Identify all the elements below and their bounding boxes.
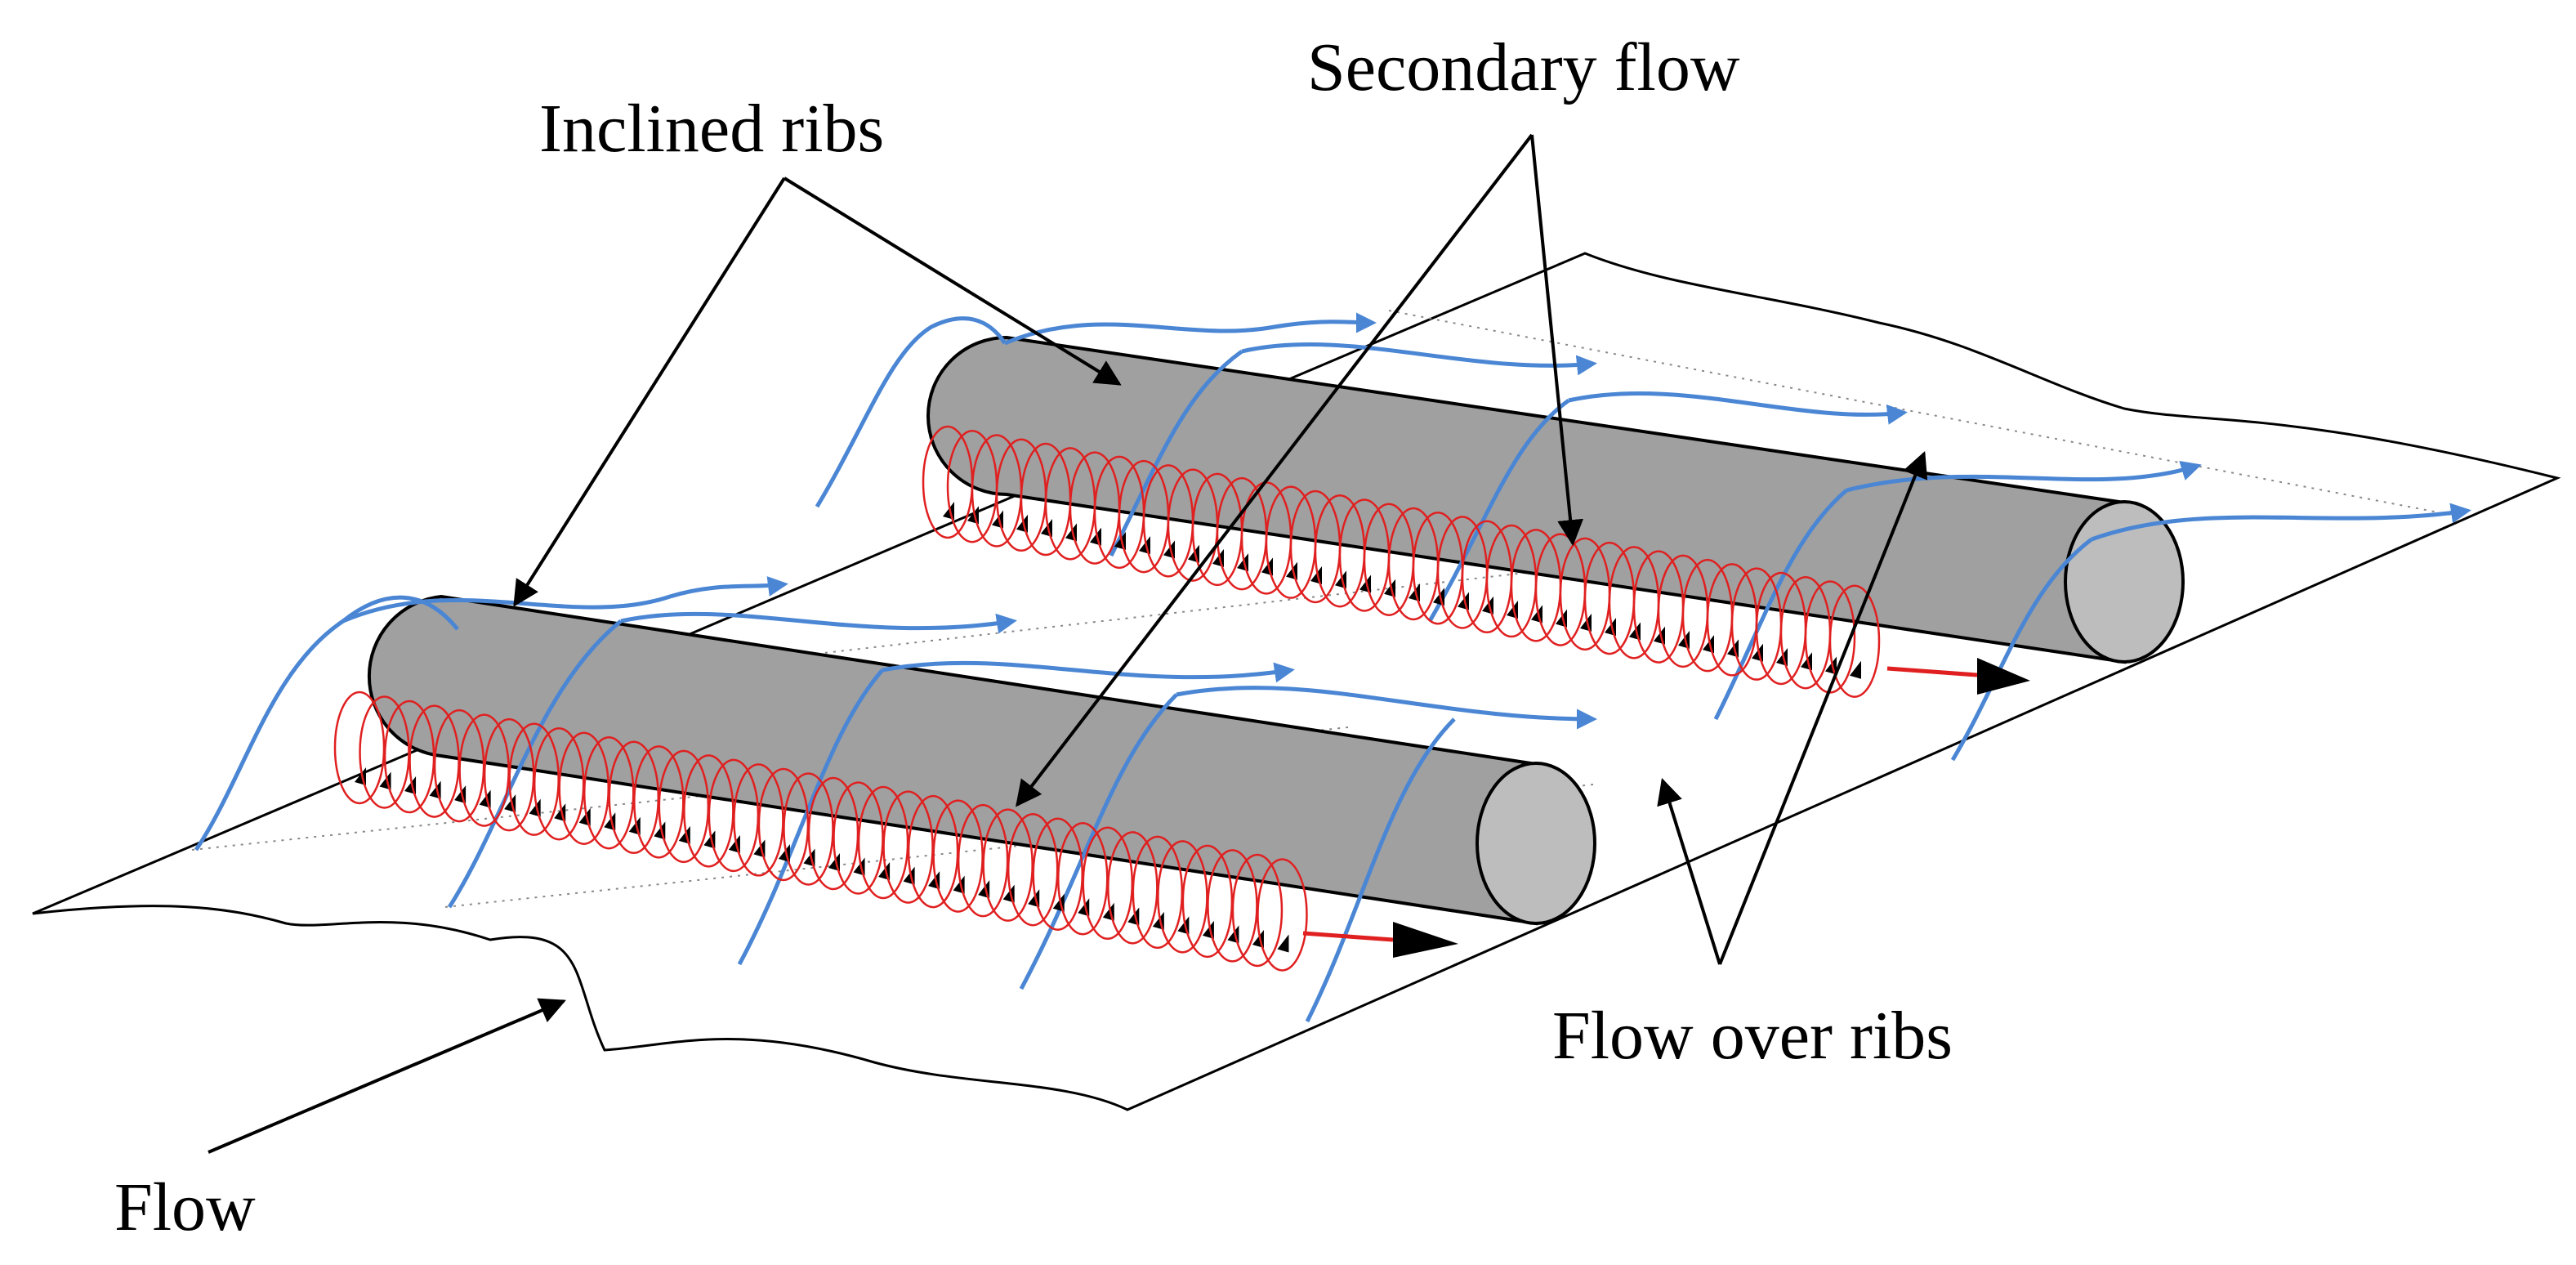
helix-front-loop xyxy=(683,754,734,868)
helix-front-loop xyxy=(1257,858,1308,972)
label-inclined-ribs: Inclined ribs xyxy=(539,91,884,167)
helix-front-loop xyxy=(982,808,1034,922)
flow-over-ribs-wave xyxy=(2091,503,2471,542)
secondary-flow-helix-front xyxy=(333,691,1308,972)
helix-back-arrowhead xyxy=(1850,660,1861,679)
flow-over-ribs-arch xyxy=(1305,717,1456,1023)
flow-over-ribs-wave xyxy=(1004,312,1377,346)
inclined-ribs-arrow-2 xyxy=(783,177,1122,386)
helix-front-loop xyxy=(1132,835,1184,950)
label-flow-over-ribs: Flow over ribs xyxy=(1552,998,1953,1074)
helix-front-loop xyxy=(807,776,859,891)
helix-front-loop xyxy=(882,790,934,904)
label-secondary-flow: Secondary flow xyxy=(1307,29,1740,105)
helix-front-loop xyxy=(957,803,1009,918)
rib-back-end-cap xyxy=(2064,500,2185,664)
rib-front-end-cap xyxy=(1476,762,1596,925)
helix-front-loop xyxy=(433,708,485,823)
helix-front-loop xyxy=(508,722,560,836)
helix-front-loop xyxy=(1231,853,1284,968)
helix-front-loop xyxy=(1007,812,1059,927)
flow-over-ribs-arrow-1 xyxy=(1657,777,1721,965)
helix-front-loop xyxy=(1032,817,1083,931)
helix-front-loop xyxy=(658,749,710,864)
flow-over-ribs-arch xyxy=(447,619,623,909)
helix-front-loop xyxy=(1157,840,1208,954)
helix-front-loop xyxy=(783,772,834,886)
helix-front-loop xyxy=(857,785,909,900)
helix-front-loop xyxy=(533,726,585,841)
helix-front-loop xyxy=(408,704,460,818)
rib-front xyxy=(367,594,1596,926)
helix-front-loop xyxy=(708,758,760,873)
flow-over-ribs-wave xyxy=(342,576,788,624)
helix-front-loop xyxy=(1107,831,1159,945)
helix-front-loop xyxy=(833,781,884,895)
secondary-flow-exit-arrows xyxy=(1302,658,2030,958)
flow-over-ribs-arrow-2 xyxy=(1718,451,1928,965)
helix-front-loop xyxy=(383,700,435,814)
flow-over-ribs-wave xyxy=(1176,686,1597,730)
helix-front-loop xyxy=(1181,844,1234,959)
helix-front-loop xyxy=(757,767,810,882)
helix-back-exit-arrowhead xyxy=(1977,658,2030,695)
flow-over-ribs-lines xyxy=(194,312,2471,1023)
inclined-ribs-arrow-1 xyxy=(513,177,786,607)
helix-front-loop xyxy=(907,794,959,909)
label-flow: Flow xyxy=(114,1169,256,1245)
helix-front-loop xyxy=(558,731,609,845)
flow-arrow xyxy=(208,998,566,1154)
helix-front-loop xyxy=(333,691,386,805)
helix-front-arrowhead xyxy=(1277,934,1289,953)
helix-front-exit-arrowhead xyxy=(1393,922,1458,958)
flow-over-ribs-wave xyxy=(1568,391,1908,425)
helix-front-exit-line xyxy=(1302,931,1394,942)
flow-over-ribs-wave xyxy=(1241,342,1597,376)
rib-back-body xyxy=(926,335,2126,664)
secondary-flow-arrow-1 xyxy=(1530,134,1584,547)
flow-over-ribs-arch xyxy=(1019,693,1178,990)
helix-front-loop xyxy=(359,695,410,809)
helix-front-loop xyxy=(633,745,685,859)
helix-front-loop xyxy=(733,763,784,877)
flow-over-ribs-arch xyxy=(1713,489,1848,721)
rib-front-body xyxy=(367,594,1538,926)
flow-over-ribs-arch xyxy=(1950,538,2093,762)
helix-front-loop xyxy=(583,736,635,850)
helix-front-loop xyxy=(932,799,984,913)
flow-over-ribs-arch xyxy=(815,316,1007,508)
rib-back xyxy=(926,335,2185,664)
helix-front-loop xyxy=(458,713,510,827)
helix-front-loop xyxy=(608,740,660,855)
helix-front-loop xyxy=(1207,849,1258,963)
flow-over-ribs-arch xyxy=(737,668,884,966)
helix-front-loop xyxy=(483,717,535,832)
flow-over-ribs-wave xyxy=(882,660,1295,683)
secondary-flow-arrow-2 xyxy=(1016,133,1534,807)
helix-front-loop xyxy=(1057,822,1109,936)
helix-front-loop xyxy=(1082,826,1134,941)
flow-over-ribs-wave xyxy=(1846,460,2202,493)
callout-arrows xyxy=(208,133,1928,1154)
secondary-flow-helix-back xyxy=(922,425,1881,698)
helix-back-loop xyxy=(1828,584,1881,698)
flow-over-ribs-arch xyxy=(1427,398,1570,623)
flow-over-ribs-arch xyxy=(1109,349,1243,557)
helix-back-exit-line xyxy=(1886,666,1978,677)
flow-over-ribs-wave xyxy=(620,611,1017,634)
